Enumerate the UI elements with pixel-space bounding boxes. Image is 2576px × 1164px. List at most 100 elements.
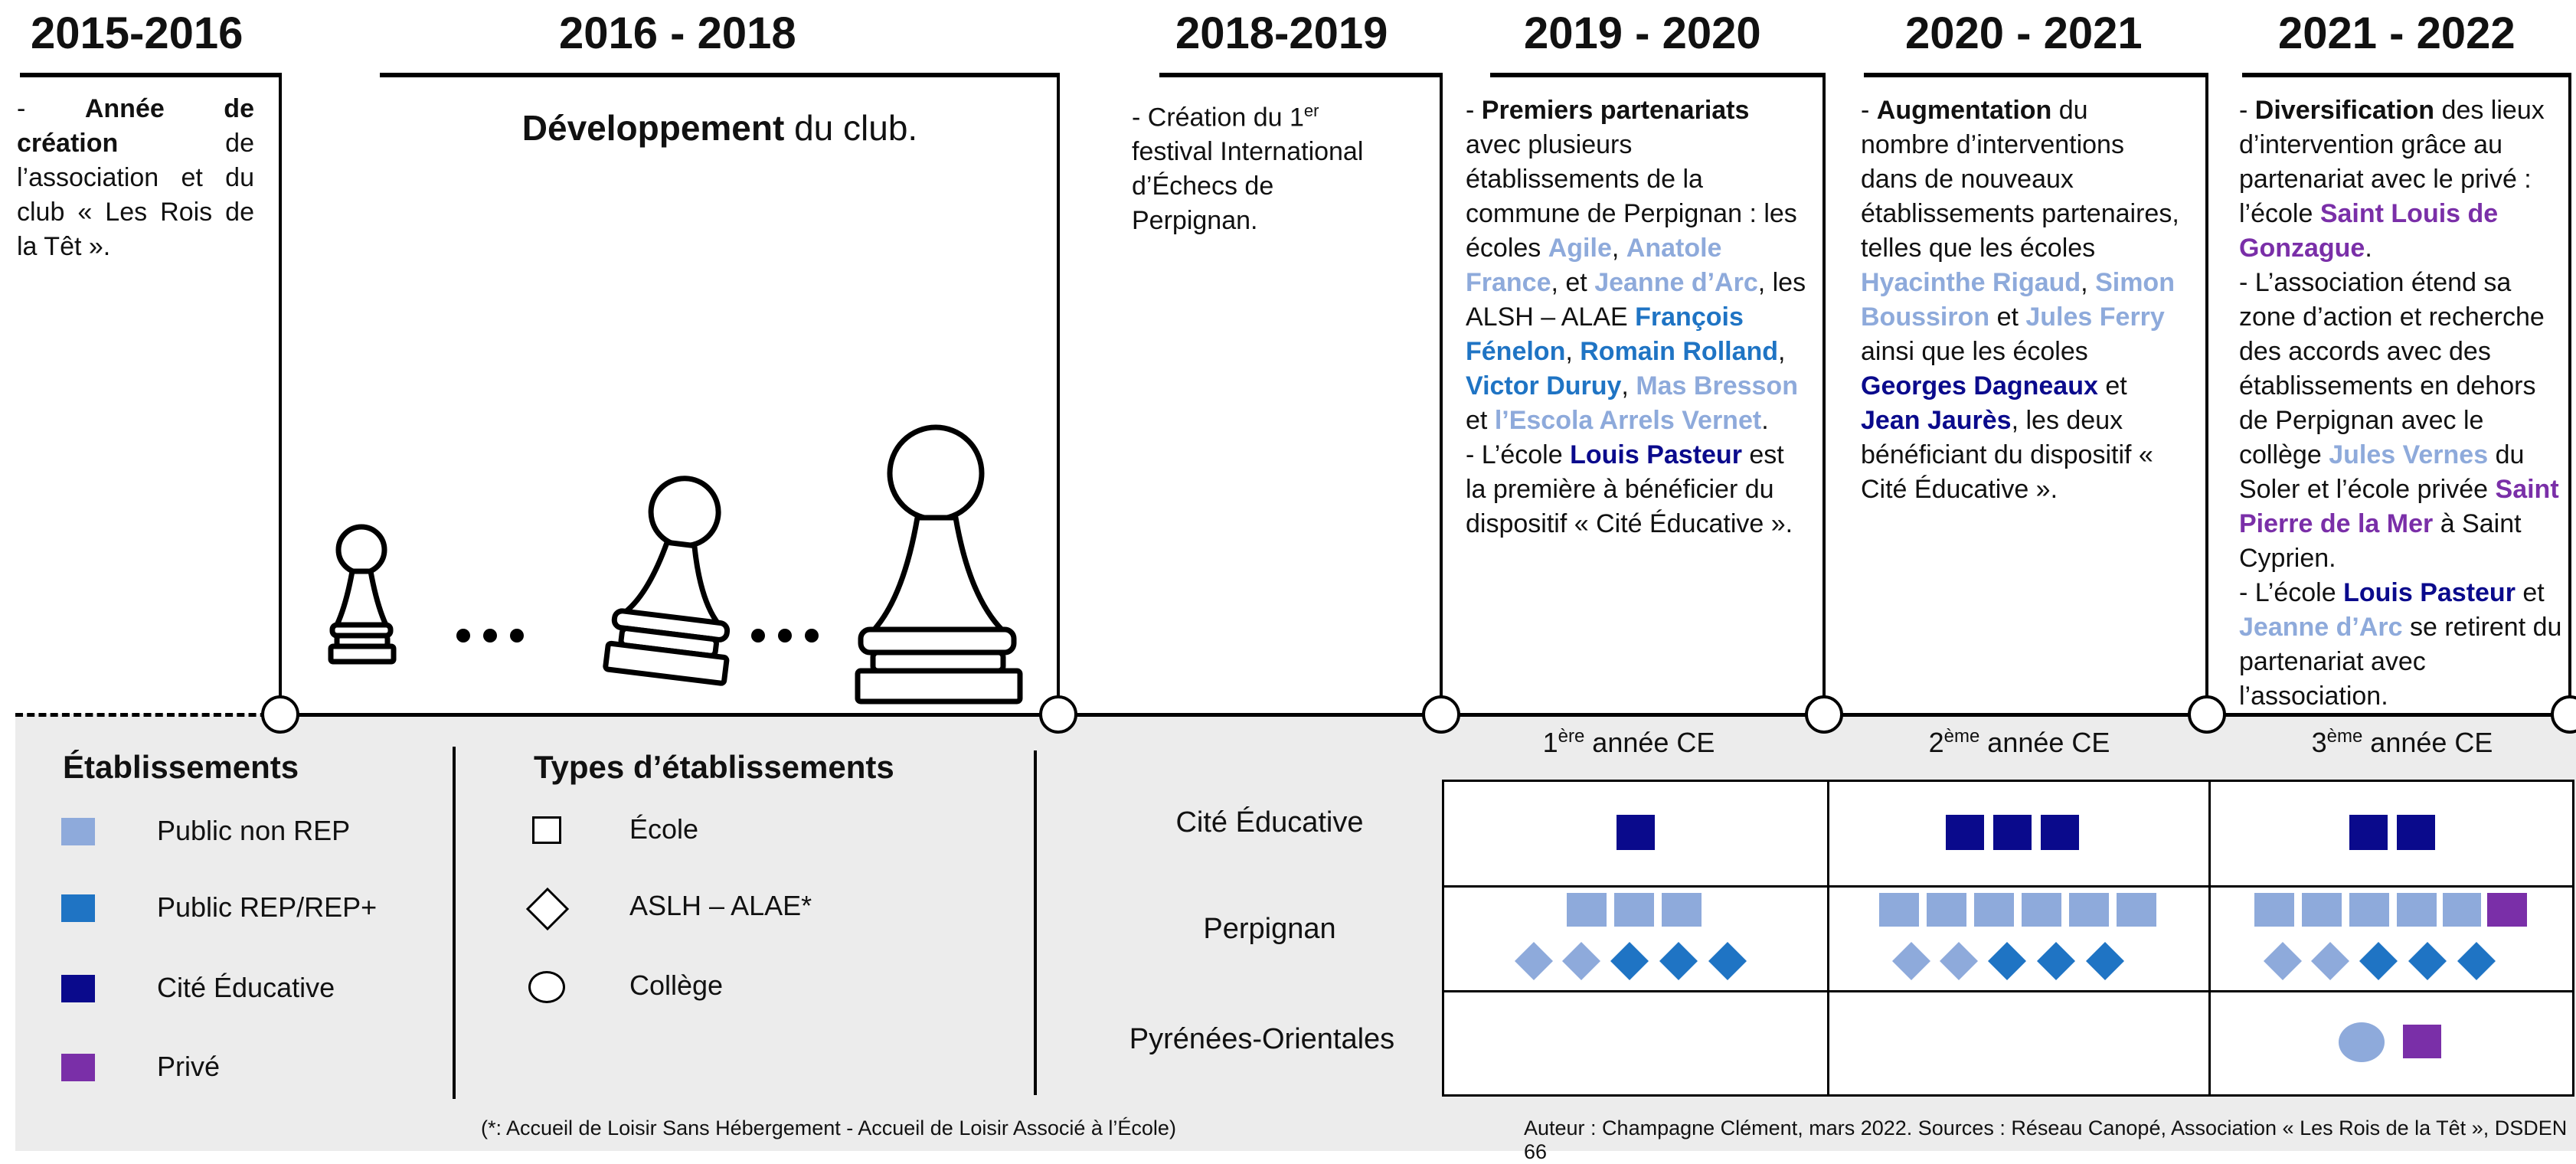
period-2016-heading: Développement du club.: [521, 108, 918, 148]
square-icon: [532, 816, 561, 844]
legend-label-college: Collège: [629, 969, 724, 1001]
mark-rep-alsh: [1988, 942, 2026, 980]
year-underline: [1159, 73, 1443, 77]
year-2015-2016: 2015-2016: [31, 8, 244, 58]
year-2016-2018: 2016 - 2018: [559, 8, 796, 58]
mark-public-school: [2069, 893, 2109, 927]
year-underline: [2242, 73, 2571, 77]
mark-rep-alsh: [1708, 942, 1747, 980]
timeline-node: [2551, 695, 2576, 734]
year-underline: [1864, 73, 2208, 77]
mark-public-school: [2022, 893, 2061, 927]
mark-cite-school: [2041, 815, 2079, 850]
footnote: (*: Accueil de Loisir Sans Hébergement -…: [481, 1117, 1176, 1139]
year-2018-2019: 2018-2019: [1175, 8, 1388, 58]
chess-pawns-illustration: [328, 424, 1023, 705]
legend-label-public-rep: Public REP/REP+: [157, 891, 378, 923]
mark-rep-alsh: [2457, 942, 2496, 980]
legend-divider: [453, 747, 456, 1099]
period-2015-text: - Année de création de l’association et …: [17, 94, 254, 261]
mark-public-alsh: [2311, 942, 2349, 980]
year-underline: [1490, 73, 1826, 77]
timeline-node: [1422, 695, 1460, 734]
mark-public-school: [2349, 893, 2389, 927]
mark-private-school: [2487, 893, 2527, 927]
timeline-node: [1039, 695, 1077, 734]
row-label-perpignan: Perpignan: [1203, 913, 1336, 945]
timeline-dashed: [15, 713, 280, 717]
mark-rep-alsh: [2086, 942, 2124, 980]
mark-cite-school: [2349, 815, 2388, 850]
legend-etablissements-title: Établissements: [63, 749, 299, 785]
mark-cite-school: [2397, 815, 2435, 850]
period-divider: [1057, 73, 1060, 701]
period-2021-text: - Diversification des lieux d’interventi…: [2239, 96, 2562, 711]
mark-public-college: [2339, 1022, 2385, 1062]
mark-public-alsh: [1515, 942, 1553, 980]
mark-rep-alsh: [2408, 942, 2447, 980]
pawn-medium-icon: [603, 476, 731, 686]
period-2020-text: - Augmentation du nombre d’interventions…: [1861, 96, 2179, 504]
year-underline: [380, 73, 1060, 77]
year-2019-2020: 2019 - 2020: [1524, 8, 1761, 58]
mark-cite-school: [1946, 815, 1984, 850]
mark-public-school: [1614, 893, 1654, 927]
pawn-large-icon: [855, 424, 1023, 705]
mark-public-alsh: [2264, 942, 2302, 980]
year-2020-2021: 2020 - 2021: [1905, 8, 2143, 58]
mark-public-school: [1567, 893, 1607, 927]
legend-swatch-public-rep: [61, 894, 95, 922]
row-label-cite-educative: Cité Éducative: [1175, 806, 1364, 839]
row-label-pyrenees-orientales: Pyrénées-Orientales: [1129, 1023, 1395, 1055]
period-divider: [279, 73, 282, 701]
mark-public-school: [1662, 893, 1702, 927]
legend-label-ecole: École: [629, 813, 699, 845]
table-marks: [1515, 815, 2527, 1062]
mark-public-school: [2443, 893, 2481, 927]
period-2019-text: - Premiers partenariats avec plusieurs é…: [1466, 96, 1806, 538]
legend-label-alsh: ASLH – ALAE*: [629, 890, 812, 921]
mark-cite-school: [1993, 815, 2032, 850]
mark-public-school: [2302, 893, 2342, 927]
timeline-node: [1805, 695, 1843, 734]
mark-public-school: [1879, 893, 1919, 927]
legend-label-cite-educative: Cité Éducative: [157, 972, 335, 1003]
mark-public-school: [2254, 893, 2294, 927]
legend-swatch-public-non-rep: [61, 818, 95, 845]
timeline-node: [261, 695, 299, 734]
period-divider: [1440, 73, 1443, 701]
period-divider: [2205, 73, 2208, 701]
mark-public-school: [1974, 893, 2014, 927]
legend-label-public-non-rep: Public non REP: [157, 815, 351, 846]
credits: Auteur : Champagne Clément, mars 2022. S…: [1524, 1117, 2568, 1163]
circle-icon: [528, 971, 565, 1003]
mark-public-school: [2117, 893, 2156, 927]
year-underline: [20, 73, 282, 77]
mark-private-school: [2403, 1025, 2441, 1058]
legend-swatch-cite-educative: [61, 975, 95, 1002]
mark-cite-school: [1617, 815, 1655, 850]
legend-label-prive: Privé: [157, 1051, 221, 1082]
mark-rep-alsh: [1659, 942, 1698, 980]
mark-public-alsh: [1562, 942, 1600, 980]
period-2018-text: - Création du 1er festival International…: [1132, 101, 1364, 236]
mark-public-alsh: [1892, 942, 1930, 980]
mark-public-alsh: [1940, 942, 1978, 980]
timeline-node: [2188, 695, 2226, 734]
mark-rep-alsh: [2037, 942, 2075, 980]
mark-public-school: [1927, 893, 1966, 927]
period-divider: [2568, 73, 2571, 701]
period-divider: [1822, 73, 1826, 701]
mark-rep-alsh: [1610, 942, 1649, 980]
col-header-3: 3ème année CE: [2311, 726, 2493, 758]
col-header-2: 2ème année CE: [1928, 726, 2110, 758]
year-2021-2022: 2021 - 2022: [2278, 8, 2516, 58]
mark-public-school: [2397, 893, 2437, 927]
legend-swatch-prive: [61, 1054, 95, 1081]
legend-types-title: Types d’établissements: [534, 749, 894, 785]
mark-rep-alsh: [2359, 942, 2398, 980]
diamond-icon: [525, 887, 570, 931]
ellipsis-dots: [456, 629, 819, 642]
legend-divider: [1034, 750, 1037, 1095]
pawn-small-icon: [328, 524, 397, 665]
